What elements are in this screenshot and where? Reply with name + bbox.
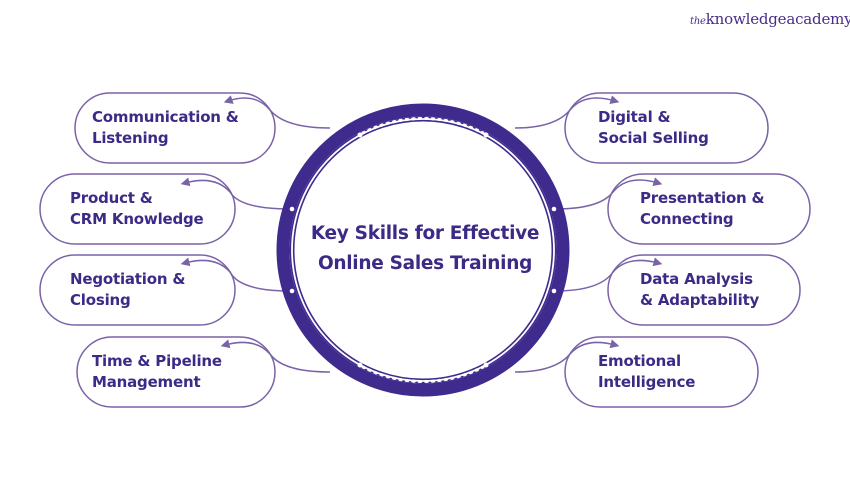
title-line-1: Key Skills for Effective — [310, 223, 540, 244]
skill-line: Listening — [92, 129, 169, 147]
pill-emotional-intelligence — [514, 336, 759, 408]
skill-time-pipeline: Time & Pipeline Management — [92, 351, 222, 393]
pill-negotiation-closing — [39, 254, 291, 326]
skill-emotional-intelligence: Emotional Intelligence — [598, 351, 695, 393]
skill-line: Management — [92, 373, 201, 391]
skill-presentation-connecting: Presentation & Connecting — [640, 188, 765, 230]
skill-line: Connecting — [640, 210, 734, 228]
skill-digital-social: Digital & Social Selling — [598, 107, 709, 149]
skill-line: Product & — [70, 189, 153, 207]
skill-line: Closing — [70, 291, 131, 309]
skill-line: Communication & — [92, 108, 239, 126]
pill-time-pipeline — [76, 336, 331, 408]
skill-line: Presentation & — [640, 189, 765, 207]
skill-line: Time & Pipeline — [92, 352, 222, 370]
skill-line: Social Selling — [598, 129, 709, 147]
skill-line: & Adaptability — [640, 291, 760, 309]
pill-digital-social — [514, 92, 769, 164]
skill-line: CRM Knowledge — [70, 210, 204, 228]
pill-presentation-connecting — [554, 173, 811, 245]
skill-line: Emotional — [598, 352, 681, 370]
diagram-title: Key Skills for Effective Online Sales Tr… — [290, 219, 560, 279]
pill-data-analysis — [554, 254, 801, 326]
skill-line: Digital & — [598, 108, 671, 126]
center-ring — [276, 103, 570, 397]
skill-line: Intelligence — [598, 373, 696, 391]
pill-product-crm — [39, 173, 291, 245]
skill-negotiation-closing: Negotiation & Closing — [70, 269, 185, 311]
skill-communication-listening: Communication & Listening — [92, 107, 239, 149]
skill-product-crm: Product & CRM Knowledge — [70, 188, 204, 230]
skill-line: Negotiation & — [70, 270, 186, 288]
brand-logo: theknowledgeacademy — [690, 10, 850, 28]
title-line-2: Online Sales Training — [317, 253, 533, 274]
skill-data-analysis: Data Analysis & Adaptability — [640, 269, 759, 311]
logo-main: knowledgeacademy — [705, 10, 850, 28]
pill-communication-listening — [74, 92, 331, 164]
skill-line: Data Analysis — [640, 270, 753, 288]
logo-prefix: the — [690, 16, 706, 27]
